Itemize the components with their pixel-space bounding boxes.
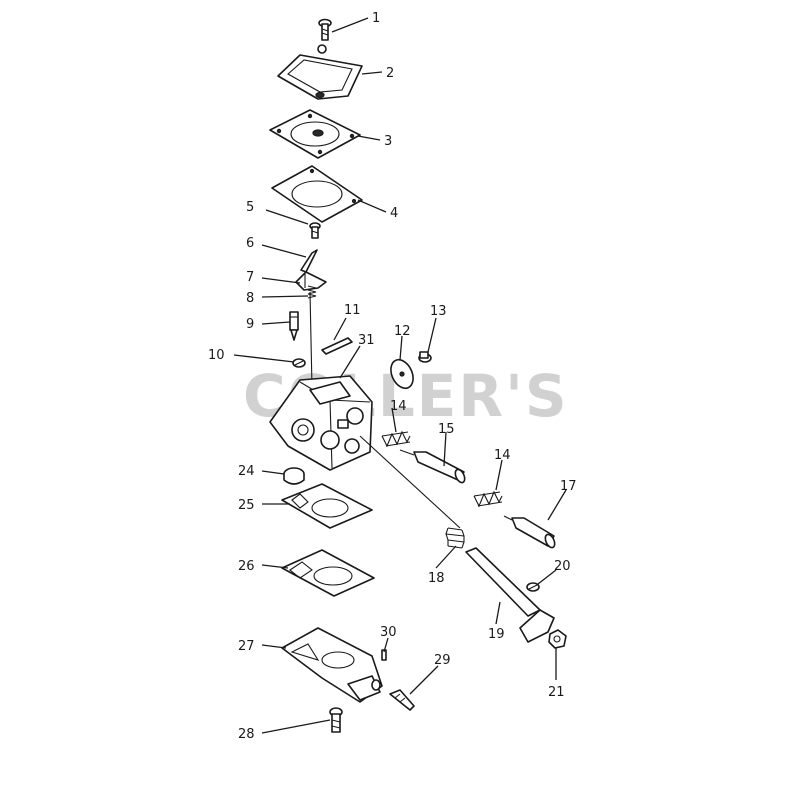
callout-12: 12 (394, 324, 411, 339)
callout-14-lower: 14 (494, 448, 511, 463)
part-10-plug (292, 358, 306, 368)
part-29-screw (389, 689, 415, 711)
callout-31: 31 (358, 333, 375, 348)
shaft-line (309, 291, 313, 389)
callout-30: 30 (380, 625, 397, 640)
part-17-needle (503, 515, 556, 549)
part-12-disc (390, 358, 414, 390)
part-1-screw (318, 18, 332, 41)
part-9-needle (289, 311, 299, 341)
part-6-pin (300, 249, 318, 273)
callout-26: 26 (238, 559, 255, 574)
callout-numbers: 1 2 3 4 5 6 7 8 9 10 11 12 13 31 14 15 1… (208, 11, 577, 742)
callout-25: 25 (238, 498, 255, 513)
part-18-spring (445, 527, 465, 549)
part-2-pump-cover (277, 44, 363, 100)
callout-1: 1 (372, 11, 380, 26)
callout-17: 17 (560, 479, 577, 494)
callout-28: 28 (238, 727, 255, 742)
callout-18: 18 (428, 571, 445, 586)
part-31-carburetor-body (269, 375, 373, 471)
part-15-needle (399, 449, 466, 484)
part-7-lever (295, 271, 327, 291)
part-4-gasket (271, 165, 363, 223)
part-14-spring-lower (473, 490, 503, 508)
callout-9: 9 (246, 317, 254, 332)
callout-14-upper: 14 (390, 399, 407, 414)
part-11-gasket-strip (321, 337, 353, 355)
part-19-throttle-shaft (359, 435, 555, 643)
callout-20: 20 (554, 559, 571, 574)
callout-10: 10 (208, 348, 225, 363)
part-21-nut (548, 629, 567, 649)
part-14-spring-upper (381, 430, 411, 448)
part-5-screw (309, 222, 321, 239)
part-28-screw (329, 707, 343, 733)
part-3-diaphragm (269, 109, 361, 159)
callout-6: 6 (246, 236, 254, 251)
callout-24: 24 (238, 464, 255, 479)
leader-lines (233, 17, 567, 734)
callout-11: 11 (344, 303, 361, 318)
callout-19: 19 (488, 627, 505, 642)
callout-29: 29 (434, 653, 451, 668)
callout-27: 27 (238, 639, 255, 654)
callout-15: 15 (438, 422, 455, 437)
callout-13: 13 (430, 304, 447, 319)
part-24-cap (283, 467, 305, 485)
part-25-diaphragm (281, 483, 373, 529)
part-26-gasket (281, 549, 375, 597)
callout-21: 21 (548, 685, 565, 700)
part-20-screw (526, 582, 540, 592)
part-8-spring (307, 285, 317, 299)
callout-8: 8 (246, 291, 254, 306)
callout-2: 2 (386, 66, 394, 81)
part-27-metering-cover (281, 627, 383, 703)
callout-7: 7 (246, 270, 254, 285)
callout-3: 3 (384, 134, 392, 149)
part-13-screw (418, 351, 432, 363)
callout-4: 4 (390, 206, 398, 221)
callout-5: 5 (246, 200, 254, 215)
